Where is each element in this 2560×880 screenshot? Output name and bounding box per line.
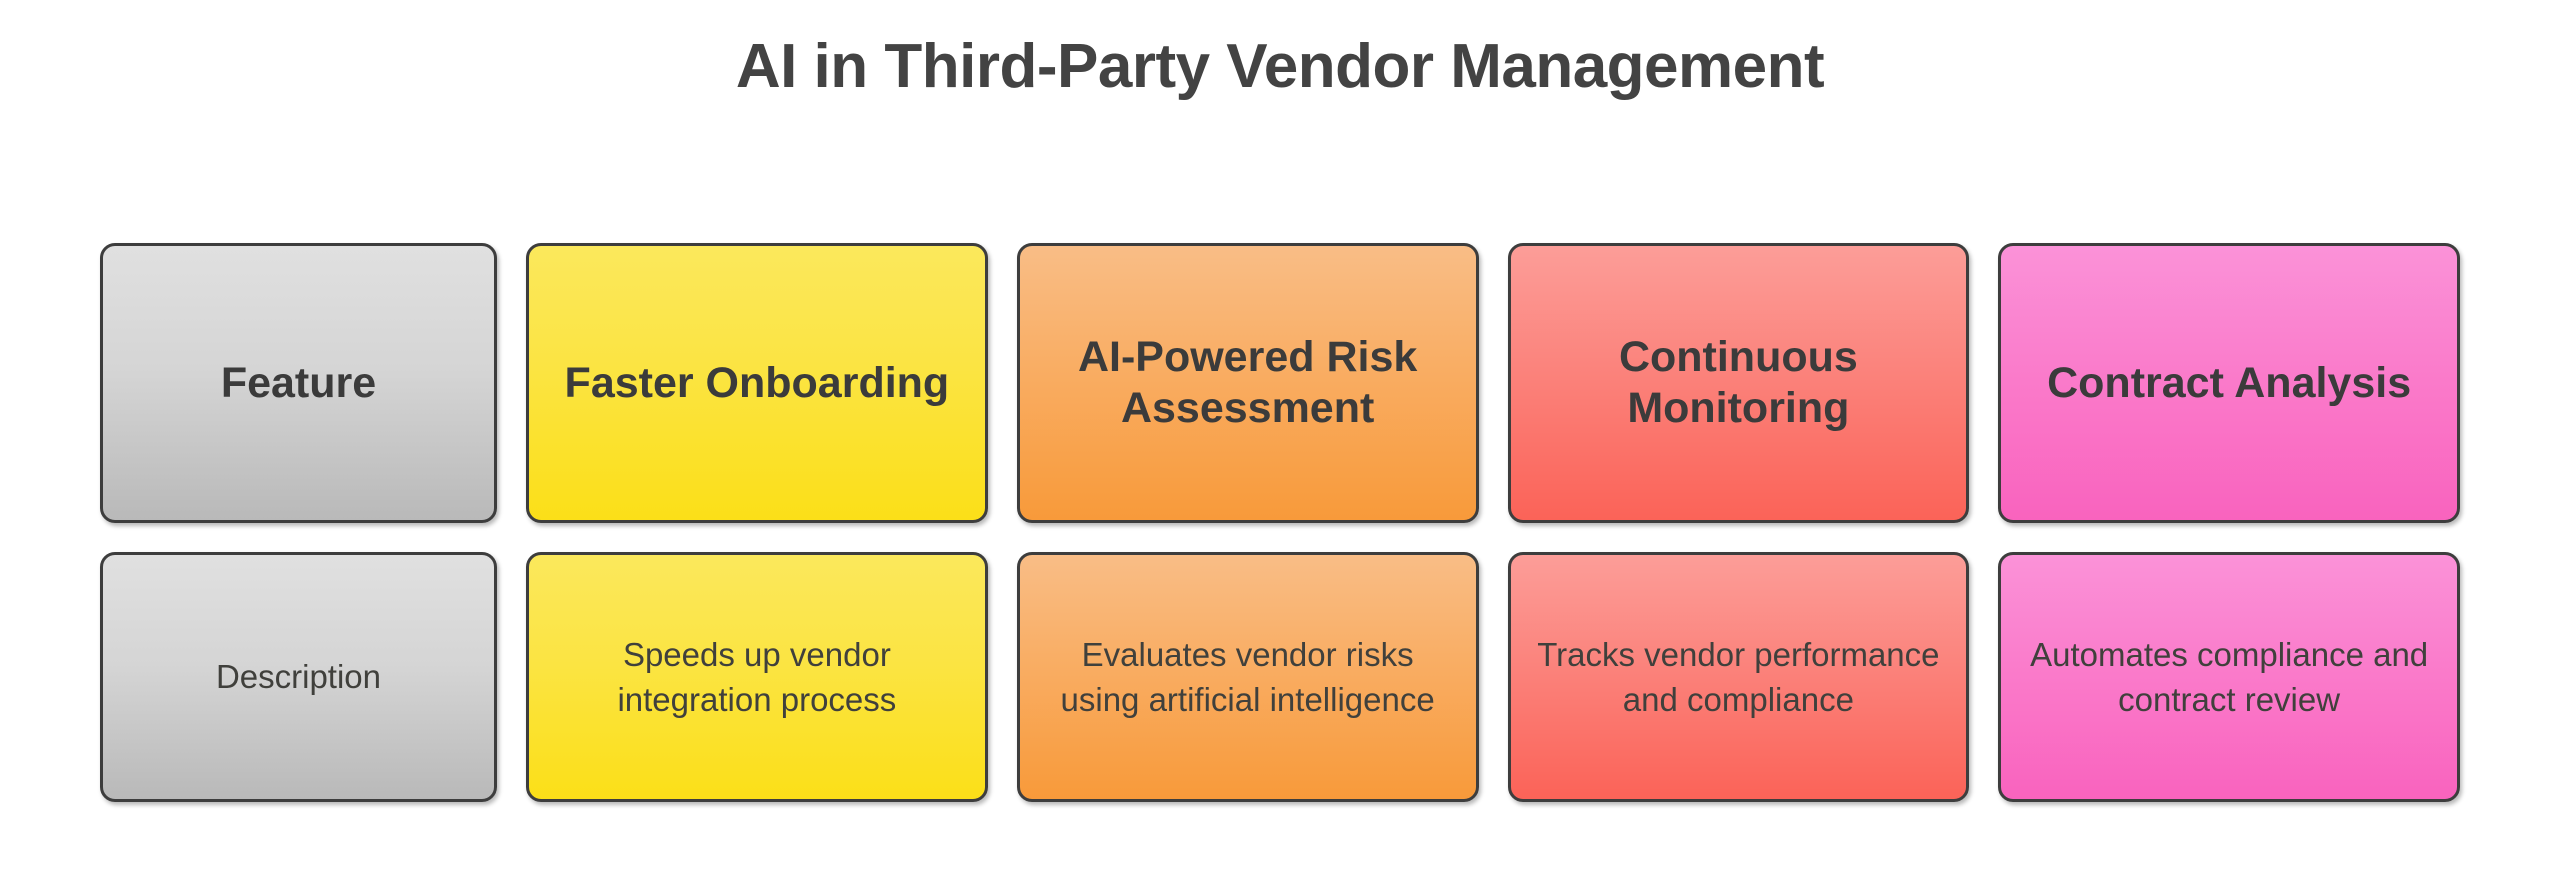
page-title: AI in Third-Party Vendor Management — [735, 32, 1825, 101]
row-label-description[interactable]: Description — [100, 552, 497, 802]
description-card-faster-onboarding-text: Speeds up vendor integration process — [617, 635, 897, 718]
description-card-ai-powered-risk-assessment-text: Evaluates vendor risks using artificial … — [1060, 635, 1435, 718]
description-card-contract-analysis[interactable]: Automates compliance and contract review — [1998, 552, 2460, 802]
feature-card-contract-analysis-text: Contract Analysis — [2047, 358, 2412, 407]
row-label-description-text: Description — [215, 658, 382, 696]
matrix-row-feature: Feature Faster Onboarding AI-Powered Ris… — [100, 243, 2460, 523]
row-label-feature-text: Feature — [220, 358, 377, 407]
row-label-feature[interactable]: Feature — [100, 243, 497, 523]
feature-card-faster-onboarding[interactable]: Faster Onboarding — [526, 243, 988, 523]
feature-card-faster-onboarding-text: Faster Onboarding — [564, 358, 950, 407]
feature-card-continuous-monitoring[interactable]: Continuous Monitoring — [1507, 243, 1970, 523]
matrix-row-description: Description Speeds up vendor integration… — [100, 552, 2460, 802]
description-card-contract-analysis-text: Automates compliance and contract review — [2030, 635, 2429, 718]
description-card-continuous-monitoring-text: Tracks vendor performance and compliance — [1537, 635, 1940, 718]
description-card-faster-onboarding[interactable]: Speeds up vendor integration process — [526, 552, 988, 802]
feature-card-ai-powered-risk-assessment[interactable]: AI-Powered Risk Assessment — [1016, 243, 1479, 523]
feature-card-ai-powered-risk-assessment-text: AI-Powered Risk Assessment — [1077, 333, 1418, 432]
feature-card-continuous-monitoring-text: Continuous Monitoring — [1618, 333, 1858, 432]
description-card-continuous-monitoring[interactable]: Tracks vendor performance and compliance — [1507, 552, 1970, 802]
description-card-ai-powered-risk-assessment[interactable]: Evaluates vendor risks using artificial … — [1016, 552, 1479, 802]
feature-matrix: Feature Faster Onboarding AI-Powered Ris… — [100, 243, 2460, 802]
feature-card-contract-analysis[interactable]: Contract Analysis — [1998, 243, 2460, 523]
